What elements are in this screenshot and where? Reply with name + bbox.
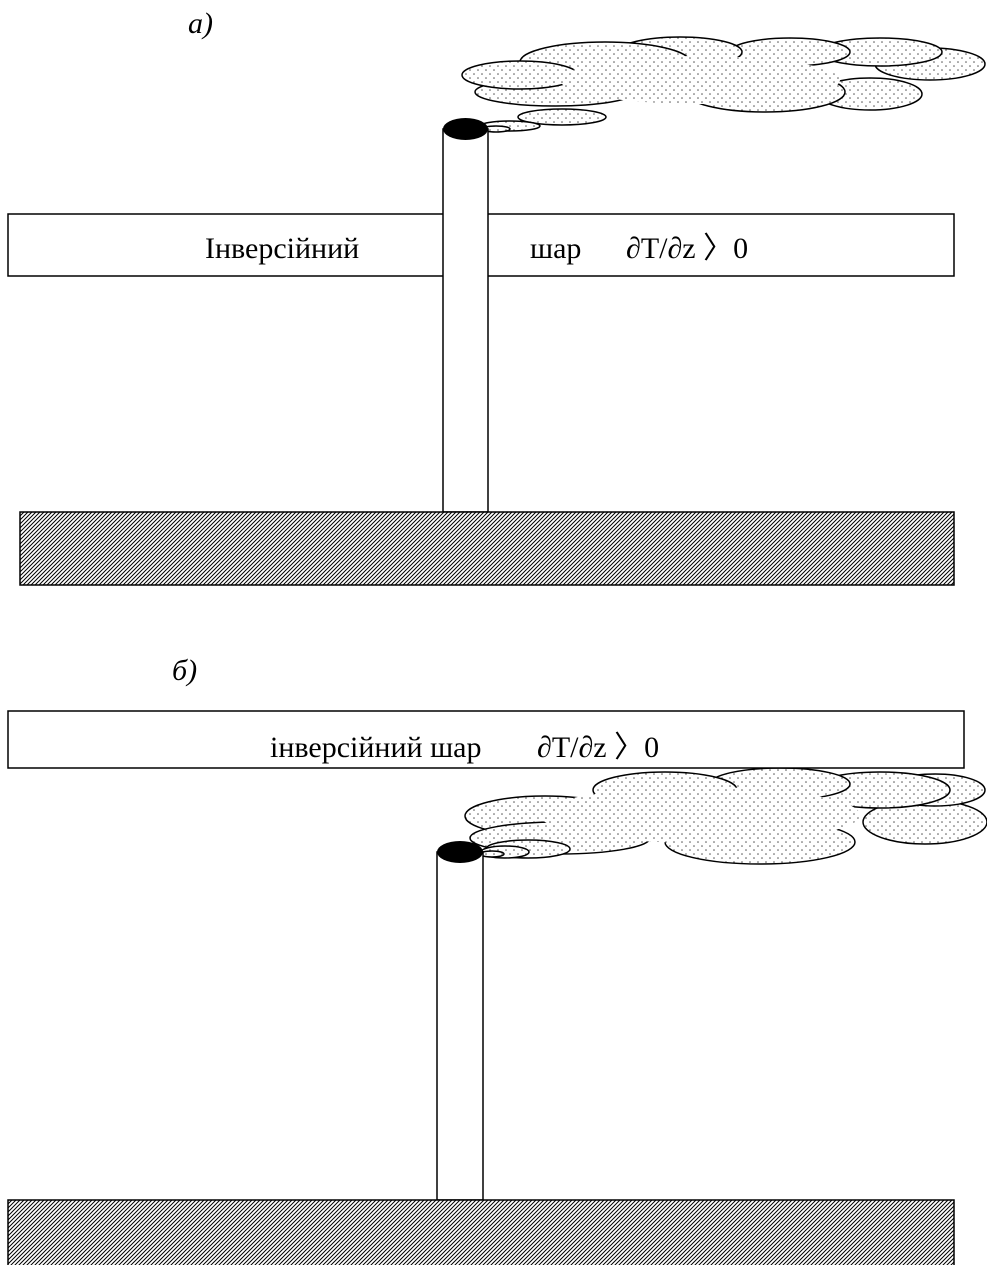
- panel-b-formula: ∂T/∂z 〉0: [537, 731, 659, 764]
- panel-b-chimney-top: [437, 841, 483, 863]
- panel-a-layer-word-2: шар: [530, 232, 581, 265]
- panel-b-label: б): [172, 654, 197, 687]
- panel-a-ground: [19, 511, 955, 586]
- panel-a-layer-word-1: Інверсійний: [205, 232, 359, 265]
- panel-a-smoke-plume: [461, 36, 986, 133]
- panel-b: б) інверсійний шар ∂T/∂z 〉0: [7, 654, 987, 1265]
- panel-b-ground: [7, 1199, 955, 1265]
- panel-a-chimney: [442, 128, 489, 513]
- panel-a-formula: ∂T/∂z 〉0: [626, 232, 748, 265]
- panel-b-inversion-layer: [7, 710, 965, 769]
- panel-b-chimney: [436, 851, 484, 1201]
- panel-a-label: а): [188, 7, 213, 40]
- panel-b-smoke-plume: [464, 767, 987, 865]
- panel-a-chimney-top: [443, 118, 488, 140]
- panel-b-layer-text: інверсійний шар: [270, 731, 481, 764]
- panel-a: а) Інверсійний шар ∂T/∂z 〉0: [7, 7, 986, 586]
